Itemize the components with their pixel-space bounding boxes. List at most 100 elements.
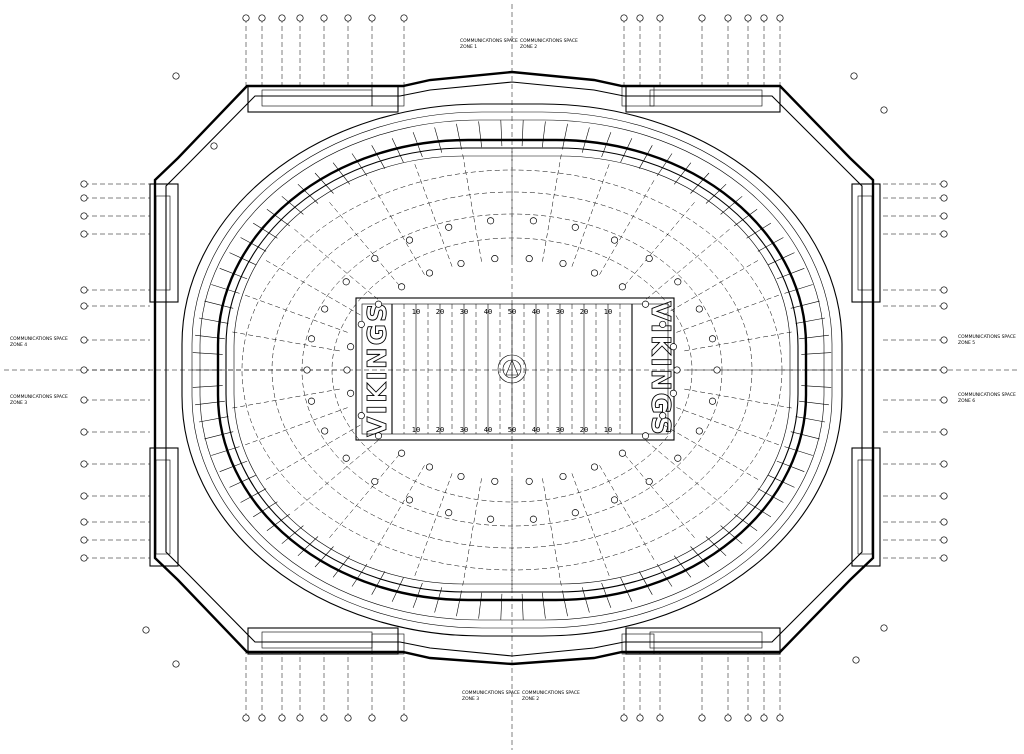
grid-bubble <box>303 366 311 374</box>
yard-number-top: 10 <box>604 308 612 316</box>
grid-bubble <box>80 518 88 526</box>
grid-bubble <box>940 366 948 374</box>
grid-bubble <box>695 305 703 313</box>
grid-bubble <box>425 463 434 471</box>
yard-number-top: 30 <box>460 308 468 316</box>
yard-number-bottom: 40 <box>484 426 492 434</box>
zone-label-left-upper: COMMUNICATIONS SPACE <box>10 336 68 342</box>
grid-bubble <box>636 14 644 22</box>
grid-bubble <box>559 472 567 481</box>
grid-bubble <box>307 335 316 343</box>
yard-number-bottom: 10 <box>412 426 420 434</box>
grid-bubble <box>487 217 495 225</box>
grid-bubble <box>850 72 858 80</box>
grid-bubble <box>80 230 88 238</box>
zone-label-bottom-right-zone: ZONE 2 <box>522 696 539 702</box>
zone-label-right-upper: COMMUNICATIONS SPACE <box>958 334 1016 340</box>
grid-bubble <box>210 142 218 150</box>
grid-bubble <box>368 14 376 22</box>
grid-bubble <box>368 714 376 722</box>
grid-bubble <box>618 283 626 291</box>
yard-number-bottom: 40 <box>532 426 540 434</box>
grid-bubble <box>940 536 948 544</box>
grid-bubble <box>525 255 533 263</box>
grid-bubble <box>172 72 180 80</box>
grid-bubble <box>80 180 88 188</box>
grid-bubble <box>398 449 406 457</box>
zone-label-top-right: COMMUNICATIONS SPACE <box>520 38 578 44</box>
zone-labels: COMMUNICATIONS SPACE ZONE 1 COMMUNICATIO… <box>10 38 1016 702</box>
yard-number-bottom: 30 <box>460 426 468 434</box>
yard-number-bottom: 30 <box>556 426 564 434</box>
grid-bubble <box>405 496 414 504</box>
grid-bubble <box>698 14 706 22</box>
yard-number-top: 40 <box>484 308 492 316</box>
zone-label-left-lower-zone: ZONE 3 <box>10 400 27 406</box>
grid-bubble <box>669 343 677 351</box>
grid-bubble <box>669 389 677 397</box>
grid-bubble <box>940 194 948 202</box>
grid-bubble <box>940 518 948 526</box>
grid-bubble <box>242 14 250 22</box>
grid-bubble <box>659 320 667 328</box>
grid-bubble <box>698 714 706 722</box>
grid-bubble <box>343 366 351 374</box>
grid-bubble <box>400 14 408 22</box>
grid-bubble <box>142 626 150 634</box>
grid-bubble <box>80 554 88 562</box>
grid-bubble <box>940 492 948 500</box>
zone-label-top-right-zone: ZONE 2 <box>520 44 537 50</box>
zone-label-top-left: COMMUNICATIONS SPACE <box>460 38 518 44</box>
grid-bubble <box>776 14 784 22</box>
zone-label-bottom-left-zone: ZONE 3 <box>462 696 479 702</box>
grid-bubble <box>445 223 453 231</box>
grid-bubble <box>708 335 717 343</box>
grid-bubble <box>940 302 948 310</box>
grid-bubble <box>744 14 752 22</box>
grid-bubble <box>674 278 682 286</box>
grid-bubble <box>398 283 406 291</box>
grid-bubble <box>405 236 414 244</box>
grid-bubble <box>713 366 721 374</box>
yard-lines <box>391 304 633 434</box>
midfield-logo <box>497 354 527 384</box>
grid-bubble <box>645 254 653 263</box>
grid-bubble <box>80 212 88 220</box>
yard-number-top: 50 <box>508 308 516 316</box>
grid-bubble <box>80 366 88 374</box>
grid-bubble <box>673 366 681 374</box>
grid-bubble <box>374 300 383 308</box>
yard-number-top: 20 <box>436 308 444 316</box>
grid-bubble <box>940 180 948 188</box>
grid-bubble <box>940 336 948 344</box>
grid-bubble <box>571 509 579 517</box>
grid-bubble <box>400 714 408 722</box>
zone-label-bottom-left: COMMUNICATIONS SPACE <box>462 690 520 696</box>
zone-label-right-upper-zone: ZONE 5 <box>958 340 975 346</box>
grid-bubble <box>636 714 644 722</box>
grid-bubble <box>529 515 537 523</box>
grid-bubble <box>940 230 948 238</box>
grid-bubble <box>321 305 329 313</box>
grid-bubble <box>445 509 453 517</box>
grid-bubble <box>347 343 355 351</box>
zone-label-top-left-zone: ZONE 1 <box>460 44 477 50</box>
yard-number-top: 10 <box>412 308 420 316</box>
yard-number-top: 20 <box>580 308 588 316</box>
grid-bubbles <box>80 14 948 722</box>
grid-bubble <box>320 714 328 722</box>
zone-label-left-upper-zone: ZONE 4 <box>10 342 27 348</box>
grid-bubble <box>258 14 266 22</box>
grid-bubble <box>760 14 768 22</box>
grid-bubble <box>374 432 383 440</box>
grid-bubble <box>674 454 682 462</box>
yard-number-top: 40 <box>532 308 540 316</box>
endzone-left-text: VIKINGS <box>363 301 393 436</box>
grid-bubble <box>940 212 948 220</box>
suite-ring <box>192 120 832 620</box>
grid-bubble <box>80 396 88 404</box>
grid-bubble <box>940 460 948 468</box>
yard-number-bottom: 10 <box>604 426 612 434</box>
